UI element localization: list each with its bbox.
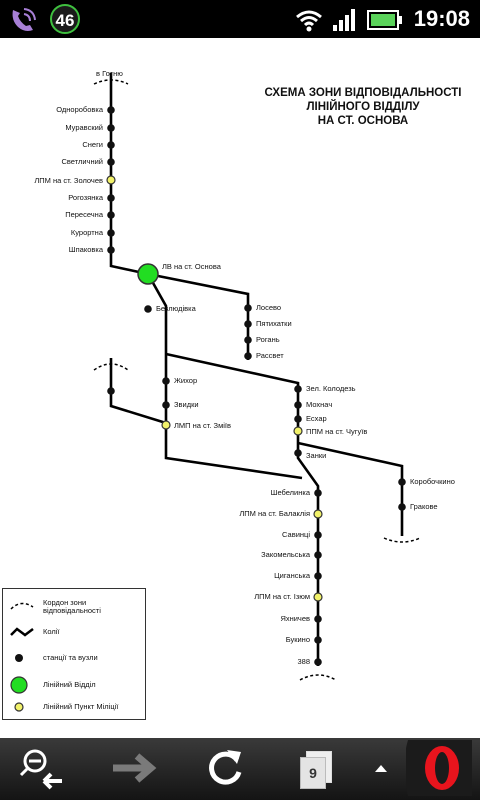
reload-icon (203, 746, 247, 795)
station-label: Яхничев (280, 614, 310, 623)
station-label: Лосево (256, 303, 281, 312)
station-label: Рогозянка (68, 193, 104, 202)
legend-tracks-label: Колії (43, 627, 60, 636)
map-title-line: ЛІНІЙНОГО ВІДДІЛУ (306, 101, 420, 113)
station-label: Жихор (174, 376, 197, 385)
station-label: Циганська (274, 571, 311, 580)
reload-button[interactable] (195, 744, 255, 796)
station-label: ЛПМ на ст. Ізюм (254, 592, 310, 601)
station-label: Гракове (410, 502, 438, 511)
boundary-label: в Готню (96, 69, 123, 78)
station-label: Снеги (82, 140, 103, 149)
legend-line-dept-label: Лінійний Відділ (43, 680, 96, 689)
station-label: Закомельська (261, 550, 311, 559)
legend-boundary-label: Кордон зони відповідальності (43, 598, 101, 615)
zone-boundaries (93, 79, 421, 681)
police-posts (106, 175, 323, 602)
map-view[interactable]: в Готню Одноробовка Муравский Снеги Свет… (0, 38, 480, 738)
station-label: Курортна (71, 228, 104, 237)
station-label: Коробочкино (410, 477, 455, 486)
station-label: Шебелинка (271, 488, 311, 497)
station-label: Шпаковка (69, 245, 104, 254)
map-title-line: НА СТ. ОСНОВА (317, 115, 409, 127)
opera-menu-button[interactable] (400, 739, 478, 796)
line-department-marker (137, 263, 159, 285)
legend-police-label: Лінійний Пункт Міліції (43, 702, 119, 711)
station-dots (107, 106, 406, 666)
clock: 19:08 (413, 6, 470, 31)
station-label: ЛПМ на ст. Балаклія (239, 509, 310, 518)
wifi-icon (294, 8, 324, 37)
status-bar: 46 19:08 (0, 0, 480, 38)
station-label: Есхар (306, 414, 327, 423)
map-legend: Кордон зони відповідальності Колії станц… (2, 588, 146, 720)
station-label: Зел. Колодезь (306, 384, 356, 393)
station-label: Светличний (61, 157, 103, 166)
notification-badge: 46 (50, 4, 80, 34)
station-label: Безлюдівка (156, 304, 197, 313)
station-label: Пересечна (65, 210, 104, 219)
zoom-out-button[interactable] (12, 744, 72, 796)
line-department-label: ЛВ на ст. Основа (162, 262, 222, 271)
station-label: Букино (286, 635, 310, 644)
station-label: Мохнач (306, 400, 332, 409)
station-label: Одноробовка (56, 105, 104, 114)
map-title: СХЕМА ЗОНИ ВІДПОВІДАЛЬНОСТІ ЛІНІЙНОГО ВІ… (258, 86, 468, 128)
station-label: Муравский (65, 123, 103, 132)
station-label: Пятихатки (256, 319, 292, 328)
legend-symbols (10, 602, 34, 712)
station-label: Рогань (256, 335, 280, 344)
battery-icon (367, 10, 403, 35)
station-label: Савинці (282, 530, 310, 539)
station-label: ППМ на ст. Чугуїв (306, 427, 367, 436)
tracks (109, 73, 404, 666)
station-label: Занки (306, 451, 326, 460)
menu-up-button[interactable] (366, 744, 396, 796)
station-label: Звидки (174, 400, 199, 409)
tabs-icon: 9 (298, 751, 332, 789)
tab-count: 9 (309, 765, 317, 781)
zoom-out-icon (18, 745, 66, 796)
map-title-line: СХЕМА ЗОНИ ВІДПОВІДАЛЬНОСТІ (264, 87, 462, 99)
signal-icon (332, 8, 358, 37)
forward-button[interactable] (104, 744, 164, 796)
station-label: Рассвет (256, 351, 284, 360)
station-label: 388 (297, 657, 310, 666)
station-label: ЛПМ на ст. Золочев (34, 176, 103, 185)
legend-stations-label: станції та вузли (43, 653, 98, 662)
browser-toolbar: 9 (0, 738, 480, 800)
railway-map: в Готню Одноробовка Муравский Снеги Свет… (34, 69, 455, 681)
forward-icon (109, 748, 159, 793)
viber-icon (8, 6, 38, 39)
opera-logo-icon (404, 739, 472, 801)
tabs-button[interactable]: 9 (285, 744, 345, 796)
station-label: ЛМП на ст. Зміїв (174, 421, 231, 430)
menu-up-icon (373, 761, 389, 779)
